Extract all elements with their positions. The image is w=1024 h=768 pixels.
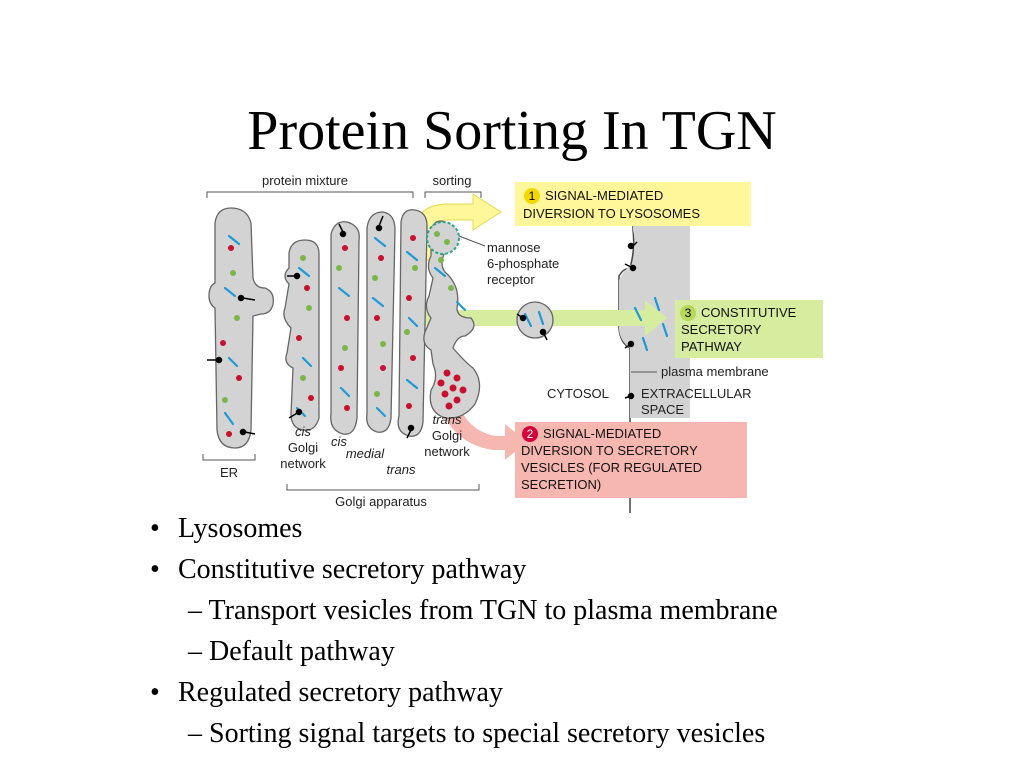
sub-bullet-item: – Sorting signal targets to special secr…: [150, 713, 1010, 754]
pathway-3-number: 3: [685, 306, 692, 320]
membrane-receptors: [207, 215, 638, 439]
pathway-2-badge: [522, 426, 538, 442]
label-mannose-receptor: mannose 6-phosphate receptor: [487, 240, 559, 287]
bullet-text: Regulated secretory pathway: [178, 677, 503, 708]
pathway-1-line2: DIVERSION TO LYSOSOMES: [523, 206, 700, 221]
slide-title: Protein Sorting In TGN: [247, 100, 777, 162]
bullet-item: • Lysosomes: [150, 508, 1010, 549]
label-cis-golgi-network: cis Golgi network: [280, 424, 326, 471]
cargo-green-dots: [222, 231, 454, 403]
pathway-3-line3: PATHWAY: [681, 339, 742, 354]
cargo-blue-rods: [223, 234, 669, 426]
bullet-item: • Constitutive secretory pathway: [150, 549, 1010, 590]
lysosome-vesicle: [426, 221, 460, 255]
pathway-2-number: 2: [527, 427, 534, 441]
label-trans-golgi-network-line3: network: [424, 444, 470, 459]
medial-cisterna: [366, 211, 396, 433]
pathway-2-line4: SECRETION): [521, 477, 601, 492]
cis-golgi-network: [283, 239, 320, 431]
pathway-3-line1: CONSTITUTIVE: [701, 305, 797, 320]
pathway-1-number: 1: [529, 189, 536, 203]
label-mannose-line2: 6-phosphate: [487, 256, 559, 271]
sub-bullet-item: – Default pathway: [150, 631, 1010, 672]
header-sorting: sorting: [432, 173, 471, 188]
cis-cisterna: [330, 221, 360, 435]
pathway-1-line1: SIGNAL-MEDIATED: [545, 188, 663, 203]
bullet-item: • Regulated secretory pathway: [150, 672, 1010, 713]
pathway-1-badge: [524, 188, 540, 204]
sub-bullet-text: – Sorting signal targets to special secr…: [188, 718, 766, 749]
bullet-text: Constitutive secretory pathway: [178, 554, 527, 585]
sub-bullet-item: – Transport vesicles from TGN to plasma …: [150, 590, 1010, 631]
label-extracellular-line2: SPACE: [641, 402, 684, 417]
label-trans-golgi-network-line1: trans: [433, 412, 462, 427]
cargo-red-dots: [220, 235, 467, 437]
label-cis: cis: [331, 434, 347, 449]
pathway-2-box: 2 SIGNAL-MEDIATED DIVERSION TO SECRETORY…: [515, 422, 747, 498]
pathway-2-line3: VESICLES (FOR REGULATED: [521, 460, 702, 475]
bullet-dot: •: [150, 677, 160, 708]
header-protein-mixture: protein mixture: [262, 173, 348, 188]
bracket-sorting: [424, 191, 482, 198]
mannose-leader: [458, 235, 486, 247]
protein-sorting-diagram: protein mixture sorting: [202, 168, 823, 513]
label-extracellular-line1: EXTRACELLULAR: [641, 386, 752, 401]
label-trans-golgi-network-line2: Golgi: [432, 428, 462, 443]
sub-bullet-text: – Default pathway: [188, 636, 395, 667]
label-mannose-line3: receptor: [487, 272, 535, 287]
label-golgi-apparatus: Golgi apparatus: [335, 494, 427, 509]
label-er: ER: [220, 465, 238, 480]
pathway-3-badge: [680, 305, 696, 321]
bracket-golgi-apparatus: [286, 484, 480, 491]
label-cytosol: CYTOSOL: [547, 386, 609, 401]
bullet-dot: •: [150, 513, 160, 544]
pathway-1-box: 1 SIGNAL-MEDIATED DIVERSION TO LYSOSOMES: [515, 182, 751, 226]
label-trans: trans: [387, 462, 416, 477]
bracket-er: [202, 454, 256, 461]
pathway-2-line1: SIGNAL-MEDIATED: [543, 426, 661, 441]
bullet-text: Lysosomes: [178, 513, 303, 544]
label-plasma-membrane: plasma membrane: [661, 364, 769, 379]
label-trans-golgi-network: trans Golgi network: [424, 412, 470, 459]
label-extracellular-space: EXTRACELLULAR SPACE: [641, 386, 752, 417]
er-organelle: [208, 207, 274, 449]
label-cis-golgi-network-line3: network: [280, 456, 326, 471]
bullet-list: • Lysosomes • Constitutive secretory pathw…: [150, 508, 1010, 754]
pathway-2-line2: DIVERSION TO SECRETORY: [521, 443, 698, 458]
bracket-protein-mixture: [206, 191, 414, 198]
label-cis-golgi-network-line2: Golgi: [288, 440, 318, 455]
pathway-3-box: 3 CONSTITUTIVE SECRETORY PATHWAY: [675, 300, 823, 358]
pathway-3-line2: SECRETORY: [681, 322, 762, 337]
label-medial: medial: [346, 446, 385, 461]
bullet-dot: •: [150, 554, 160, 585]
label-cis-golgi-network-line1: cis: [295, 424, 311, 439]
label-mannose-line1: mannose: [487, 240, 540, 255]
sub-bullet-text: – Transport vesicles from TGN to plasma …: [188, 595, 778, 626]
